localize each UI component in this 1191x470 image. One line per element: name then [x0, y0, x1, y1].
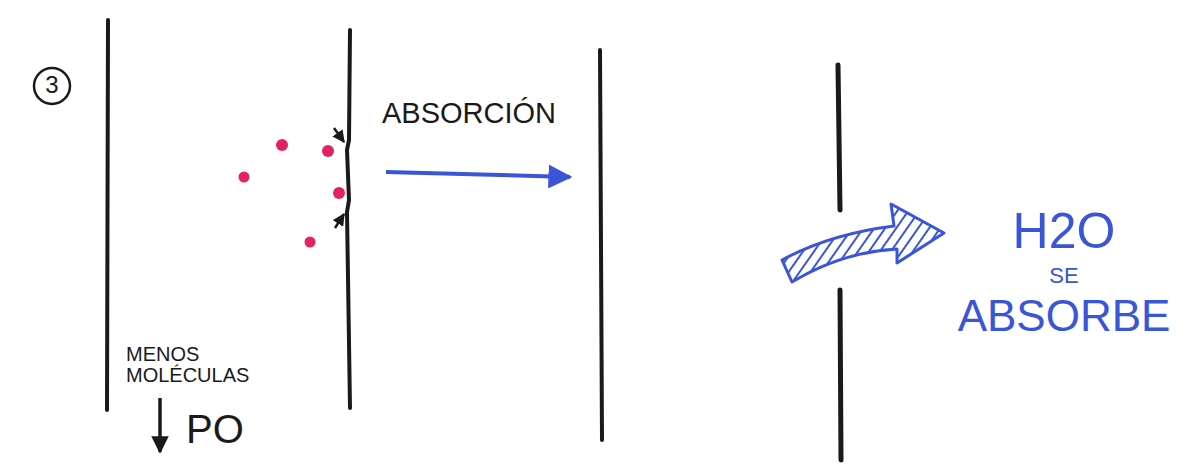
label-line: SE	[948, 264, 1180, 287]
step-number: 3	[34, 72, 70, 97]
note-text: MENOS MOLÉCULAS	[126, 344, 326, 386]
water-arrow	[782, 204, 944, 282]
label-line: MENOS	[126, 344, 326, 365]
label-line: MOLÉCULAS	[126, 365, 326, 386]
membrane-line	[600, 50, 602, 440]
result-label: H2O SE ABSORBE	[948, 205, 1180, 339]
label-line: H2O	[948, 205, 1180, 258]
membrane-line	[347, 30, 350, 408]
absorption-arrow	[386, 172, 570, 177]
impact-arrow	[335, 214, 344, 228]
decrease-arrow	[158, 398, 162, 452]
wall-line	[840, 290, 841, 460]
wall-line	[838, 65, 840, 210]
label-line: ABSORBE	[948, 293, 1180, 339]
molecules	[239, 139, 346, 248]
impact-arrow	[334, 128, 344, 142]
step-circle	[34, 68, 70, 104]
pressure-label: PO	[186, 408, 266, 450]
process-label: ABSORCIÓN	[382, 98, 597, 128]
membrane-line	[107, 20, 108, 410]
